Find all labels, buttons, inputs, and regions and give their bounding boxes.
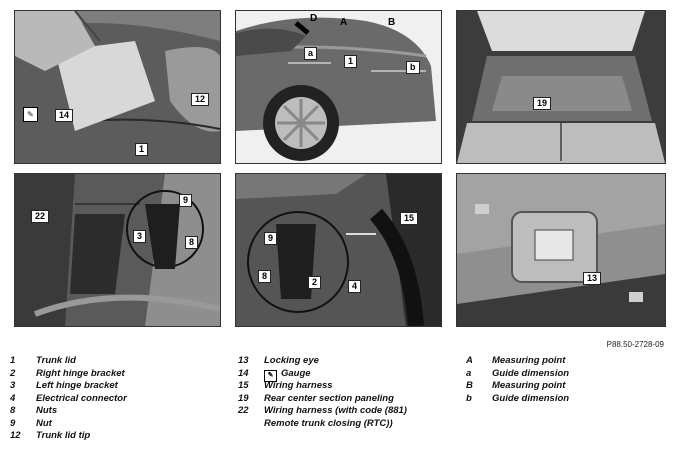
photo-locking-eye-image <box>457 174 665 326</box>
gauge-icon: ✎ <box>23 107 38 122</box>
label-measuring-point-b: B <box>388 17 396 28</box>
callout-1-trunk-lid: 1 <box>135 143 149 156</box>
callout-12-trunk-lid-tip: 12 <box>191 93 210 106</box>
callout-9-nut: 9 <box>264 232 278 245</box>
photo-trunk-lid-gauge: 14 ✎ 12 1 <box>14 10 221 164</box>
label-measuring-point-a: A <box>340 17 348 28</box>
callout-8-nuts: 8 <box>185 236 199 249</box>
callout-14-gauge: 14 <box>55 109 74 122</box>
label-guide-dimension-b: b <box>406 61 420 74</box>
label-guide-dimension-a: a <box>304 47 318 60</box>
photo-car-side-image <box>236 11 441 163</box>
callout-1-trunk-lid: 1 <box>344 55 358 68</box>
photo-right-hinge: 9 15 8 2 4 <box>235 173 442 327</box>
callout-13-locking-eye: 13 <box>583 272 602 285</box>
figure-reference: P88.50-2728-09 <box>606 340 664 349</box>
callout-22-wiring-harness: 22 <box>31 210 50 223</box>
callout-9-nut: 9 <box>179 194 193 207</box>
callout-19-rear-center-paneling: 19 <box>533 97 552 110</box>
photo-open-trunk: 19 <box>456 10 666 164</box>
photo-locking-eye: 13 <box>456 173 666 327</box>
callout-4-electrical-connector: 4 <box>348 280 362 293</box>
callout-3-left-hinge-bracket: 3 <box>133 230 147 243</box>
gauge-icon: ✎ <box>264 369 277 382</box>
legend-item: 14✎Gauge <box>238 368 458 382</box>
callout-15-wiring-harness: 15 <box>400 212 419 225</box>
photo-open-trunk-image <box>457 11 665 163</box>
photo-trunk-lid-gauge-image <box>15 11 220 163</box>
callout-2-right-hinge-bracket: 2 <box>308 276 322 289</box>
callout-8-nuts: 8 <box>258 270 272 283</box>
label-d-arrow: D <box>310 13 318 24</box>
photo-left-hinge: 22 9 3 8 <box>14 173 221 327</box>
photo-car-side-measuring: D A B a 1 b <box>235 10 442 164</box>
legend-item: Remote trunk closing (RTC)) <box>264 417 393 429</box>
photo-right-hinge-image <box>236 174 441 326</box>
